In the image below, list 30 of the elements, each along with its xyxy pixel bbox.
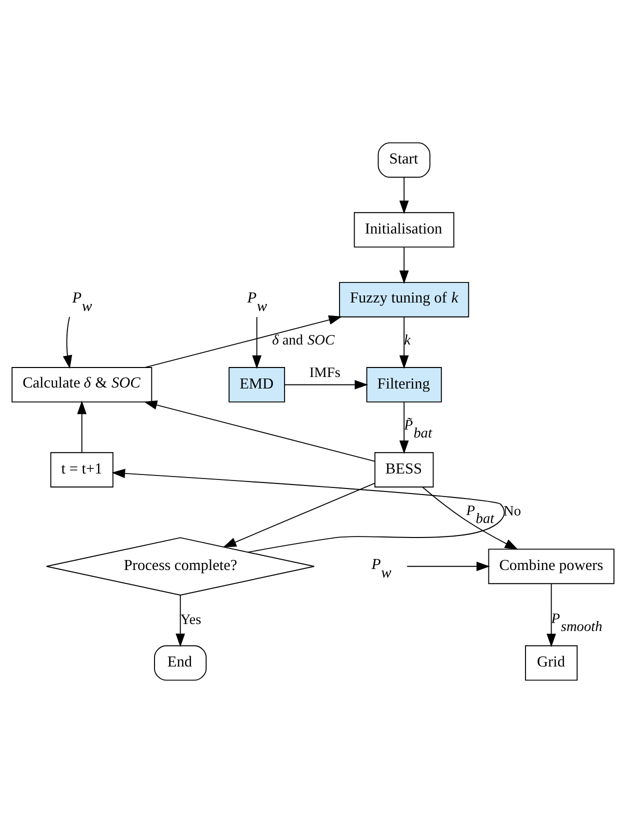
node-box: Calculate δ & SOC xyxy=(12,366,152,402)
arrow xyxy=(399,316,409,368)
arrow xyxy=(406,561,490,571)
arrow xyxy=(422,486,518,550)
node-box: Filtering xyxy=(366,366,442,402)
edge-label: IMFs xyxy=(309,364,340,381)
arrow xyxy=(399,401,409,454)
node-box: Combine powers xyxy=(488,548,614,584)
arrow xyxy=(62,316,72,368)
arrow xyxy=(222,482,376,547)
arrow xyxy=(144,314,342,368)
node-box: t = t+1 xyxy=(50,452,114,488)
node-box: Fuzzy tuning of k xyxy=(339,281,470,317)
arrow xyxy=(252,316,262,368)
node-box: Grid xyxy=(525,644,578,680)
edge-label: δ and SOC xyxy=(272,332,335,348)
arrow xyxy=(399,176,409,214)
edge-label: No xyxy=(504,503,522,520)
arrow xyxy=(284,380,368,389)
arrow xyxy=(144,400,376,462)
arrow xyxy=(77,400,87,452)
arrow xyxy=(112,468,505,552)
arrow xyxy=(176,594,186,647)
node-box: End xyxy=(154,644,207,680)
edge-label: k xyxy=(404,332,410,348)
arrow xyxy=(399,246,409,284)
node-box: Start xyxy=(378,142,430,178)
node-box: Initialisation xyxy=(354,212,454,248)
node-box: EMD xyxy=(228,366,286,402)
node-box: BESS xyxy=(374,452,434,488)
